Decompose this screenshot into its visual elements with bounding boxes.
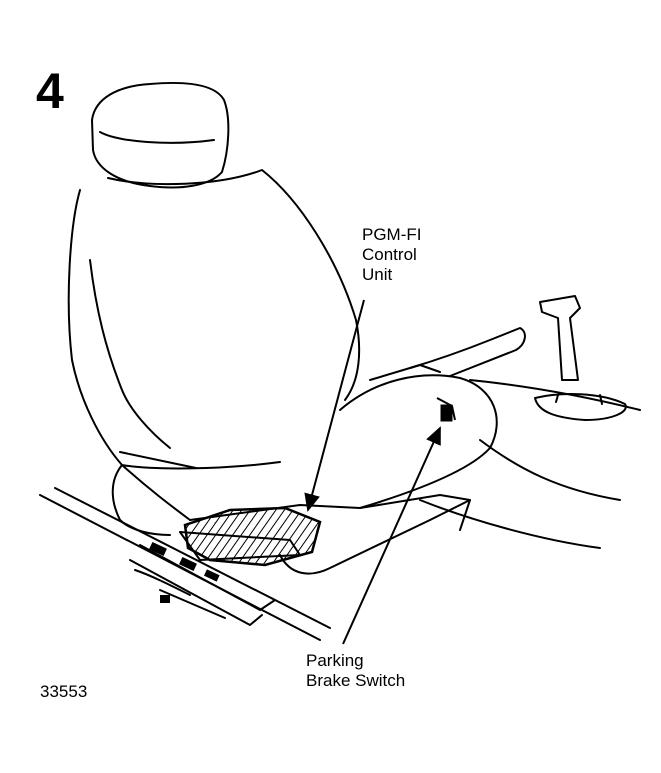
seat-cushion xyxy=(339,374,498,509)
parking-brake-switch-callout: Parking Brake Switch xyxy=(306,651,406,690)
shift-lever xyxy=(539,295,581,381)
control-unit-leader xyxy=(304,299,365,512)
parking-switch-leader xyxy=(342,426,441,645)
seat-back xyxy=(67,189,281,470)
figure-number: 33553 xyxy=(40,682,88,701)
control-unit-callout: PGM-FI Control Unit xyxy=(362,225,422,284)
step-number: 4 xyxy=(36,63,64,119)
parking-brake-switch xyxy=(440,404,453,422)
headrest xyxy=(91,81,230,189)
